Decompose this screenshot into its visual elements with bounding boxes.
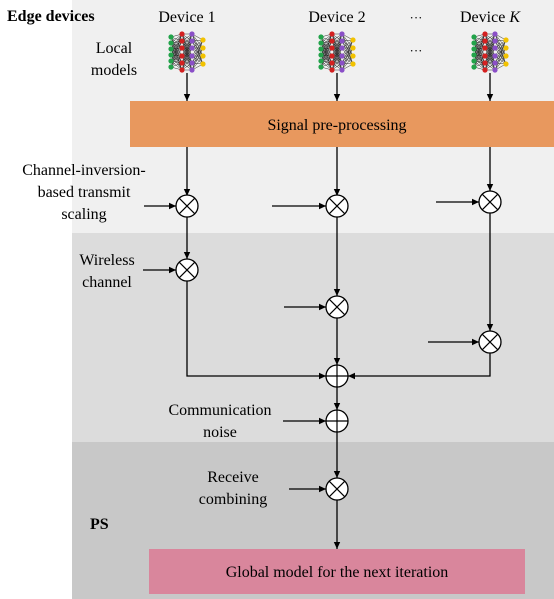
device-k-to-sum (348, 353, 491, 380)
multiply-node-icon (175, 258, 199, 282)
communication-noise-label-line2: noise (203, 424, 237, 441)
device-2-label: Device 2 (308, 9, 365, 26)
global-model-label: Global model for the next iteration (226, 564, 449, 581)
multiply-node-icon (478, 190, 502, 214)
multiply-node-icon (175, 194, 199, 218)
neural-network-icon (471, 31, 509, 73)
add-node-icon (325, 364, 349, 388)
transmit-scaling-label-line1: Channel-inversion- (22, 162, 146, 179)
local-models-label-line1: Local (96, 40, 133, 57)
wireless-channel-label-line1: Wireless (79, 252, 134, 269)
multiply-node-icon (478, 330, 502, 354)
multiply-node-icon (325, 477, 349, 501)
transmit-scaling-label-line2: based transmit (38, 184, 131, 201)
add-node-icon (325, 409, 349, 433)
ellipsis-top: ··· (410, 10, 423, 25)
ps-label: PS (90, 516, 109, 533)
ellipsis-models: ··· (410, 43, 423, 58)
multiply-node-icon (325, 295, 349, 319)
device-1-to-sum (186, 281, 326, 380)
communication-noise-label-line1: Communication (168, 402, 271, 419)
multiply-node-icon (325, 194, 349, 218)
receive-combining-label-line1: Receive (207, 469, 259, 486)
device-1-label: Device 1 (158, 9, 215, 26)
signal-preprocessing-label: Signal pre-processing (267, 117, 406, 134)
signal-preprocessing-box (130, 101, 554, 147)
wireless-channel-label-line2: channel (82, 274, 132, 291)
edge-devices-label: Edge devices (7, 8, 95, 25)
wireless-channel-zone (72, 233, 554, 442)
neural-network-icon (168, 31, 206, 73)
device-k-label: Device K (460, 9, 521, 26)
transmit-scaling-label-line3: scaling (61, 206, 106, 223)
neural-network-icon (318, 31, 356, 73)
global-model-box (149, 549, 525, 594)
receive-combining-label-line2: combining (199, 491, 267, 508)
local-models-label-line2: models (91, 62, 137, 79)
